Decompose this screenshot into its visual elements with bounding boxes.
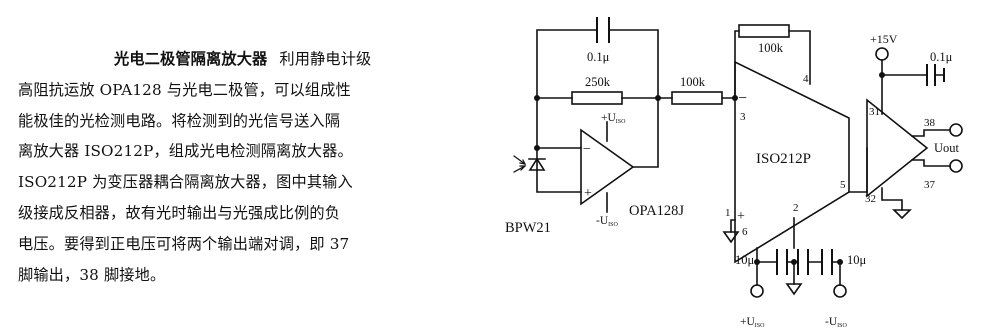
terminal-pin37[interactable]	[949, 159, 963, 173]
label-bottom-pos-supply: +UISO	[740, 316, 765, 329]
pin-label-2: 2	[793, 202, 799, 214]
output-amplifier	[866, 98, 929, 198]
article-line-1: 光电二极管隔离放大器利用静电计级	[18, 44, 493, 75]
pin-label-37: 37	[924, 179, 936, 191]
article-line-6: 级接成反相器，故有光时输出与光强成比例的负	[18, 203, 341, 222]
iso-feedback-resistor	[738, 24, 790, 38]
article-line-8: 脚输出，38 脚接地。	[18, 265, 166, 284]
article-line-5: ISO212P 为变压器耦合隔离放大器，图中其输入	[18, 173, 353, 192]
pin-label-1: 1	[725, 207, 731, 219]
circuit-schematic: 0.1μ 250k 100k 100k − + +UISO -UISO OPA1…	[505, 17, 963, 329]
wire-iso-feedback	[734, 30, 811, 99]
label-bottom-neg-supply: -UISO	[825, 316, 847, 329]
feedback-resistor	[571, 91, 623, 105]
ground-symbol-pin32	[892, 209, 912, 220]
label-iso-feedback-resistor: 100k	[758, 41, 784, 55]
article-line-text: 利用静电计级	[279, 50, 372, 68]
opamp-inverting-sign: −	[583, 142, 591, 157]
terminal-pos-15v[interactable]	[875, 47, 889, 61]
wire-pin38	[911, 129, 951, 137]
label-decoupling-capacitor: 0.1μ	[930, 50, 953, 64]
light-arrows-icon	[513, 155, 527, 173]
junction-dots	[534, 72, 885, 265]
wire-pin32-ground	[881, 187, 903, 211]
pin-label-4: 4	[803, 73, 809, 85]
label-15v-supply: +15V	[870, 32, 898, 46]
article-line-4: 离放大器 ISO212P，组成光电检测隔离放大器。	[18, 142, 353, 161]
label-isolator-part: ISO212P	[756, 151, 811, 167]
label-opamp-part: OPA128J	[629, 203, 684, 219]
label-cap-right: 10μ	[847, 253, 867, 267]
pin-label-3: 3	[740, 111, 746, 123]
label-series-resistor: 100k	[680, 75, 706, 89]
wire-inverting-input	[536, 97, 582, 149]
label-output-signal: Uout	[934, 141, 960, 155]
ground-symbol-pin1	[722, 231, 740, 244]
wire-pin1-ground	[730, 219, 736, 233]
pin-label-5: 5	[840, 179, 846, 191]
wire-pin5	[848, 147, 868, 193]
article-line-7: 电压。要得到正电压可将两个输出端对调，即 37	[18, 234, 350, 253]
pin-label-6: 6	[742, 226, 748, 238]
article-title: 光电二极管隔离放大器	[114, 50, 268, 68]
pin-label-31: 31	[869, 106, 880, 118]
terminal-pos-uiso[interactable]	[750, 284, 764, 298]
label-photodiode: BPW21	[505, 220, 551, 236]
iso-noninverting-sign: +	[737, 209, 745, 224]
label-feedback-resistor: 250k	[585, 75, 611, 89]
iso-inverting-sign: −	[738, 90, 747, 107]
terminal-pin38[interactable]	[949, 123, 963, 137]
wire-opamp-output	[632, 97, 659, 168]
label-opamp-neg-supply: -UISO	[596, 215, 618, 228]
pin-label-38: 38	[924, 117, 936, 129]
wire-cap-loop	[536, 29, 659, 99]
series-resistor	[671, 91, 723, 105]
opamp-opa128	[580, 128, 635, 206]
opamp-noninverting-sign: +	[584, 186, 592, 201]
article-text: 光电二极管隔离放大器利用静电计级 高阻抗运放 OPA128 与光电二极管，可以组…	[18, 44, 493, 290]
article-line-2: 高阻抗运放 OPA128 与光电二极管，可以组成性	[18, 80, 351, 99]
pin-label-32: 32	[865, 193, 876, 205]
article-line-3: 能极佳的光检测电路。将检测到的光信号送入隔	[18, 111, 341, 130]
label-feedback-capacitor: 0.1μ	[587, 50, 610, 64]
terminal-neg-uiso[interactable]	[833, 284, 847, 298]
wire-pin37	[911, 159, 951, 167]
label-opamp-pos-supply: +UISO	[601, 112, 626, 125]
ground-symbol-bottom	[785, 283, 803, 296]
label-cap-left: 10μ	[735, 253, 755, 267]
wire-photodiode	[536, 147, 582, 193]
photodiode-symbol	[528, 157, 546, 171]
